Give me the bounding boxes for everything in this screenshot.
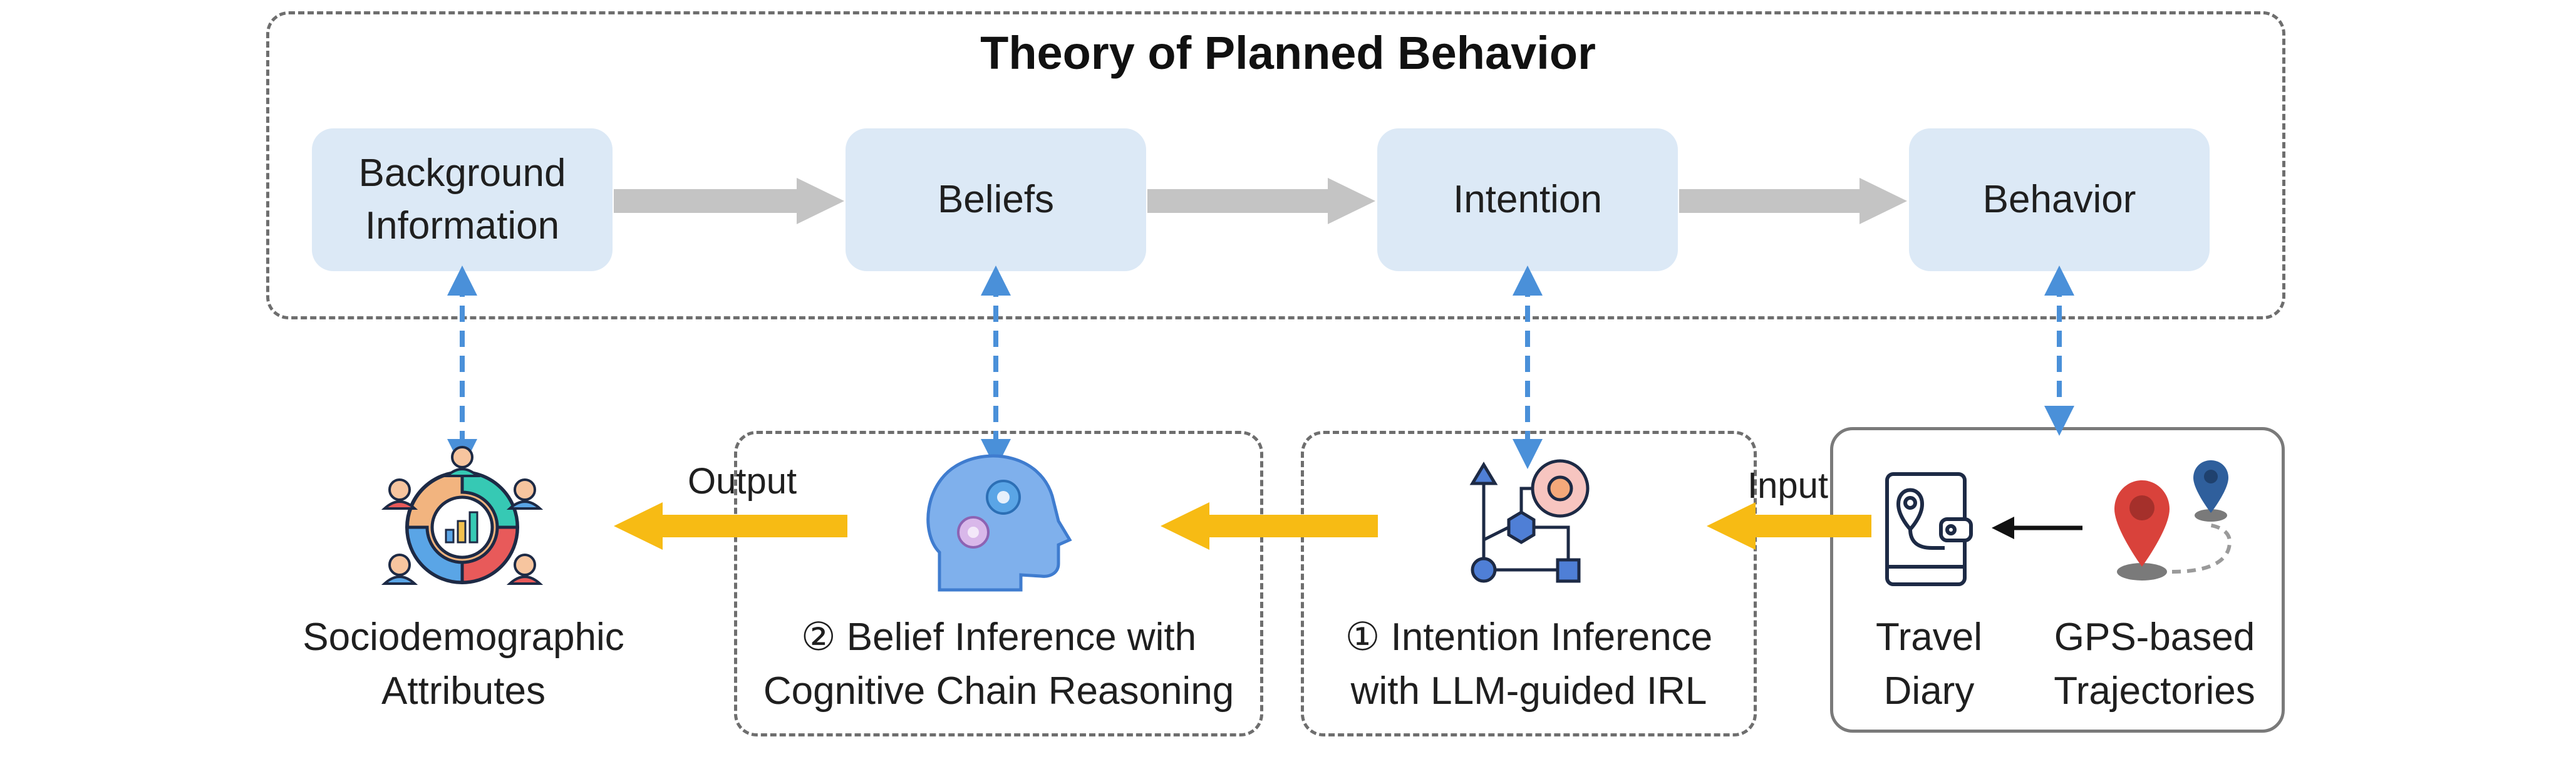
travel-diary-caption: Travel Diary bbox=[1876, 616, 1982, 713]
brain-network-icon bbox=[1469, 459, 1590, 583]
tpb-frame bbox=[266, 11, 2285, 319]
head-gears-icon bbox=[926, 454, 1072, 592]
stage-arrow-3 bbox=[1679, 178, 1907, 224]
stage-intention: Intention bbox=[1377, 128, 1678, 271]
flow-arrow-output bbox=[614, 502, 847, 550]
stage-arrow-2 bbox=[1147, 178, 1375, 224]
input-label: Input bbox=[1747, 465, 1828, 506]
people-chart-icon bbox=[381, 446, 544, 585]
intention-inference-caption: ① Intention Inference with LLM-guided IR… bbox=[1345, 616, 1713, 713]
output-label: Output bbox=[688, 461, 797, 502]
stage-arrow-1 bbox=[614, 178, 844, 224]
flow-arrow-input bbox=[1707, 502, 1871, 550]
stage-background-information: Background Information bbox=[312, 128, 613, 271]
diagram-title: Theory of Planned Behavior bbox=[980, 27, 1596, 79]
stage-behavior: Behavior bbox=[1909, 128, 2210, 271]
travel-diary-icon bbox=[1885, 472, 1973, 586]
stage-beliefs: Beliefs bbox=[846, 128, 1146, 271]
gps-trajectories-caption: GPS-based Trajectories bbox=[2054, 616, 2255, 713]
map-pin-route-icon bbox=[2114, 460, 2232, 581]
flow-arrow-middle bbox=[1161, 502, 1378, 550]
gps-to-diary-arrow bbox=[1992, 517, 2082, 539]
belief-inference-caption: ② Belief Inference with Cognitive Chain … bbox=[763, 616, 1234, 713]
sociodemographic-caption: Sociodemographic Attributes bbox=[303, 616, 624, 713]
